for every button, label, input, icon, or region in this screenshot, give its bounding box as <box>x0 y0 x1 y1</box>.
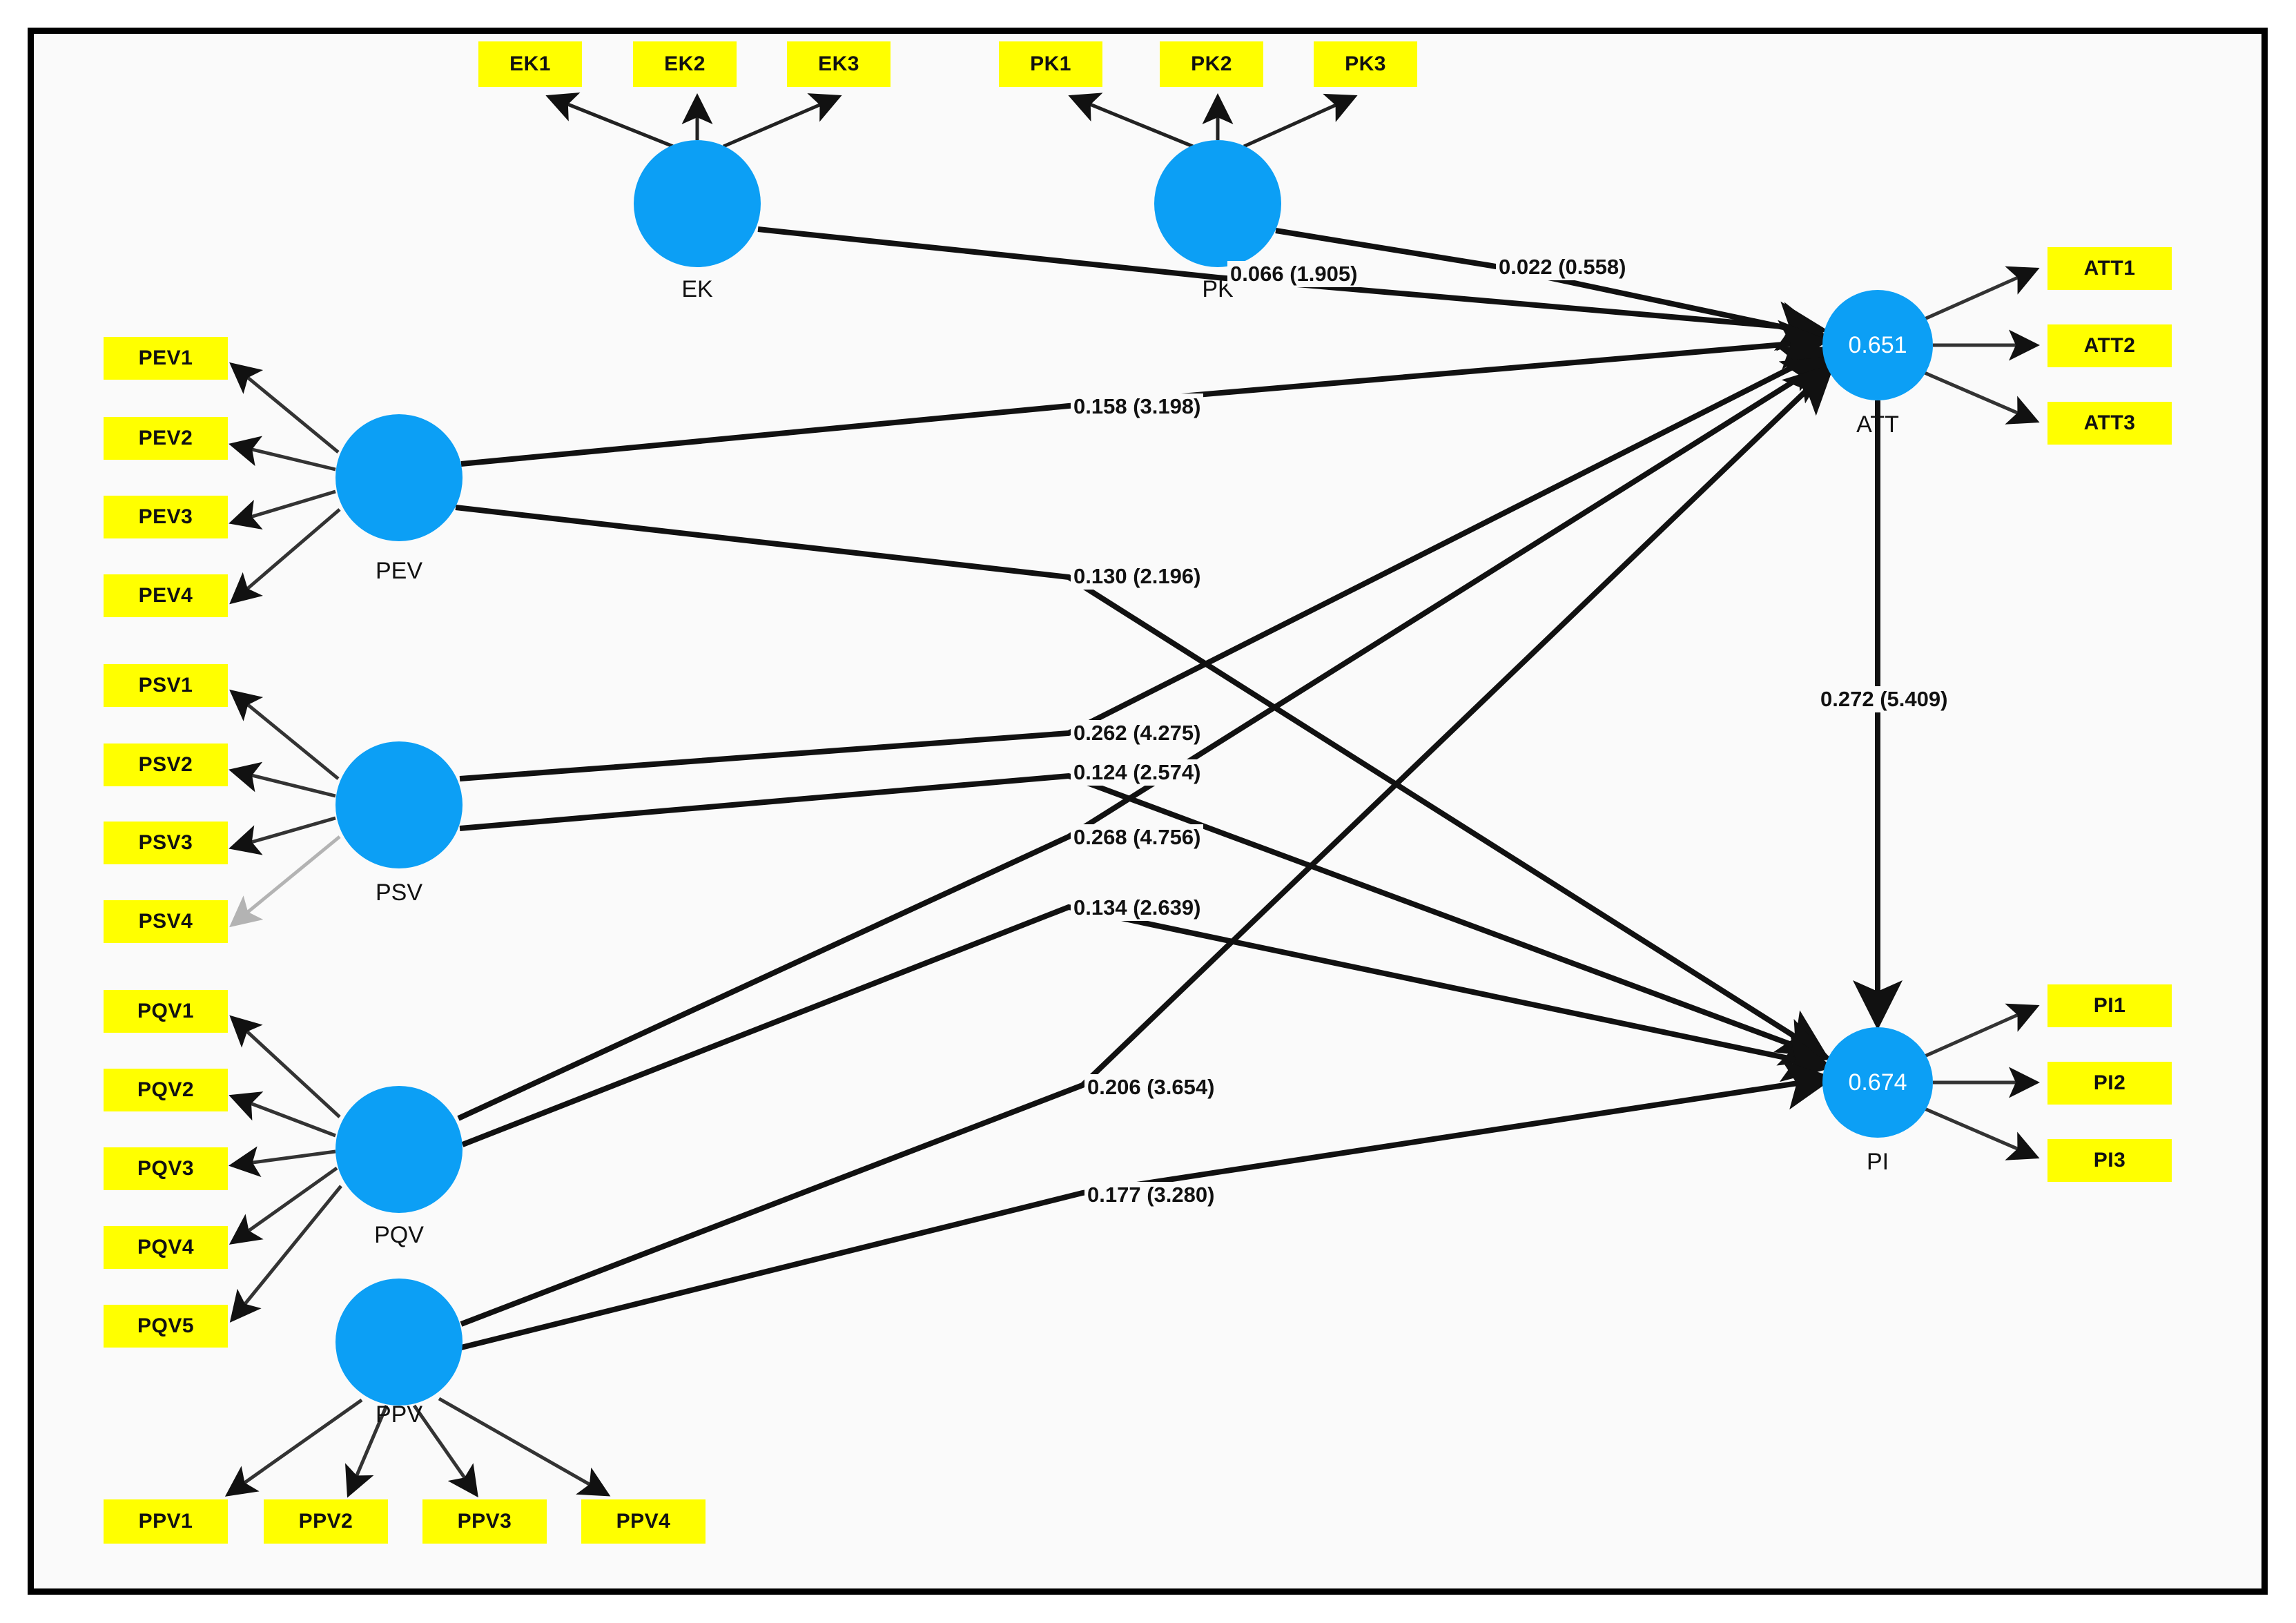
measurement-arrows-pk <box>1068 93 1358 148</box>
indicator-box-psv1: PSV1 <box>104 664 228 707</box>
path-label-pqv-pi: 0.134 (2.639) <box>1071 895 1204 921</box>
construct-node-ppv <box>335 1279 463 1406</box>
indicator-box-ppv3: PPV3 <box>422 1499 547 1544</box>
path-ppv-pi <box>460 1060 1835 1350</box>
path-pqv-att <box>457 356 1834 1121</box>
indicator-box-psv3: PSV3 <box>104 822 228 864</box>
indicator-box-att1: ATT1 <box>2047 247 2172 290</box>
path-label-att-pi: 0.272 (5.409) <box>1818 686 1951 712</box>
measurement-arrows-ppv <box>224 1397 611 1498</box>
construct-node-pqv <box>335 1086 463 1213</box>
path-label-pev-att: 0.158 (3.198) <box>1071 393 1204 420</box>
indicator-box-pi1: PI1 <box>2047 984 2172 1027</box>
indicator-box-pev4: PEV4 <box>104 574 228 617</box>
indicator-box-att2: ATT2 <box>2047 324 2172 367</box>
construct-node-att: 0.651 <box>1822 290 1933 400</box>
path-pev-pi <box>455 505 1829 1058</box>
construct-label-pqv: PQV <box>374 1222 424 1248</box>
indicator-box-pev1: PEV1 <box>104 337 228 380</box>
construct-r2-att: 0.651 <box>1848 331 1907 358</box>
path-label-ppv-pi: 0.177 (3.280) <box>1084 1182 1218 1208</box>
indicator-box-pqv5: PQV5 <box>104 1305 228 1348</box>
construct-r2-pi: 0.674 <box>1848 1069 1907 1096</box>
path-psv-att <box>459 347 1833 781</box>
measurement-arrows-psv <box>228 689 341 928</box>
path-label-ek-att: 0.066 (1.905) <box>1227 261 1361 287</box>
indicator-box-pi3: PI3 <box>2047 1139 2172 1182</box>
indicator-box-psv2: PSV2 <box>104 744 228 786</box>
path-label-psv-att: 0.262 (4.275) <box>1071 720 1204 746</box>
indicator-box-ek3: EK3 <box>787 41 891 87</box>
path-pqv-pi <box>461 904 1833 1147</box>
indicator-box-pqv4: PQV4 <box>104 1226 228 1269</box>
construct-label-psv: PSV <box>375 879 423 906</box>
measurement-arrows-ek <box>545 92 842 148</box>
construct-node-pi: 0.674 <box>1822 1027 1933 1138</box>
construct-label-att: ATT <box>1856 411 1899 438</box>
path-label-pk-att: 0.022 (0.558) <box>1496 254 1629 280</box>
indicator-box-ppv4: PPV4 <box>581 1499 706 1544</box>
indicator-box-pk1: PK1 <box>999 41 1102 87</box>
indicator-box-ek1: EK1 <box>478 41 582 87</box>
measurement-arrows-pqv <box>228 1015 342 1323</box>
path-label-ppv-att: 0.206 (3.654) <box>1084 1074 1218 1100</box>
indicator-box-pk2: PK2 <box>1160 41 1263 87</box>
indicator-box-pqv1: PQV1 <box>104 990 228 1033</box>
path-label-pev-pi: 0.130 (2.196) <box>1071 563 1204 590</box>
construct-label-pev: PEV <box>375 558 423 584</box>
construct-node-psv <box>335 741 463 868</box>
indicator-box-ppv2: PPV2 <box>264 1499 388 1544</box>
construct-node-pev <box>335 414 463 541</box>
construct-node-pk <box>1154 140 1281 267</box>
measurement-arrows-att <box>1923 266 2040 425</box>
construct-label-pi: PI <box>1866 1149 1889 1175</box>
indicator-box-pev3: PEV3 <box>104 496 228 538</box>
construct-label-ppv: PPV <box>375 1401 423 1428</box>
path-ppv-att <box>460 363 1835 1327</box>
structural-paths <box>455 226 1903 1350</box>
construct-label-ek: EK <box>681 276 713 302</box>
indicator-box-pev2: PEV2 <box>104 417 228 460</box>
measurement-arrows-pi <box>1923 1003 2040 1160</box>
path-ek-att <box>757 226 1828 351</box>
indicator-box-ppv1: PPV1 <box>104 1499 228 1544</box>
path-label-pqv-att: 0.268 (4.756) <box>1071 824 1204 851</box>
path-pev-att <box>460 320 1829 467</box>
measurement-arrows-pev <box>228 362 341 605</box>
indicator-box-pqv3: PQV3 <box>104 1147 228 1190</box>
indicator-box-pk3: PK3 <box>1314 41 1417 87</box>
path-psv-pi <box>459 772 1832 1066</box>
indicator-box-pqv2: PQV2 <box>104 1069 228 1111</box>
indicator-box-pi2: PI2 <box>2047 1062 2172 1105</box>
indicator-box-ek2: EK2 <box>633 41 737 87</box>
indicator-box-att3: ATT3 <box>2047 402 2172 445</box>
indicator-box-psv4: PSV4 <box>104 900 228 943</box>
construct-node-ek <box>634 140 761 267</box>
path-label-psv-pi: 0.124 (2.574) <box>1071 759 1204 786</box>
